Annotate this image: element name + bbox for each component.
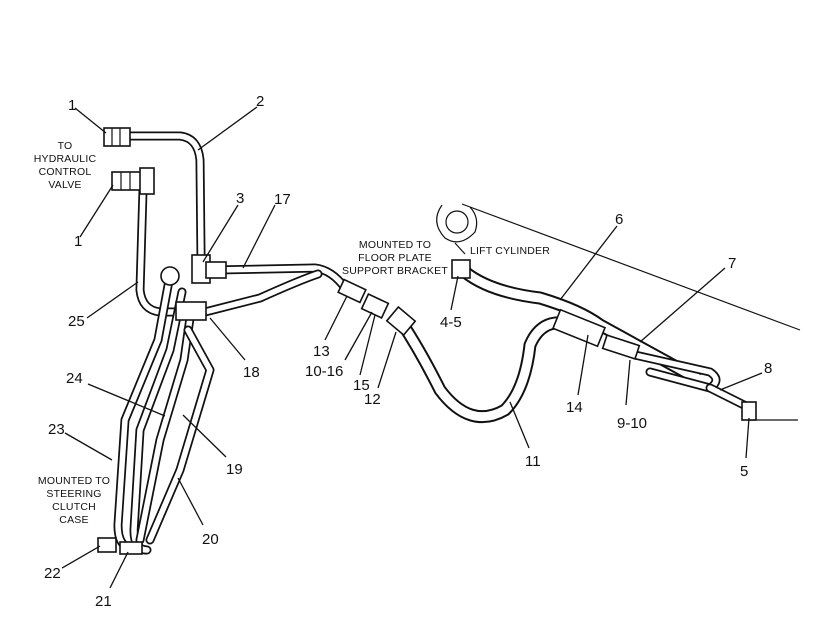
- callout-9-10: 9-10: [617, 415, 647, 432]
- svg-text:VALVE: VALVE: [48, 179, 81, 191]
- callout-21: 21: [95, 593, 112, 610]
- fitting-15: [360, 293, 390, 319]
- svg-text:SUPPORT BRACKET: SUPPORT BRACKET: [342, 265, 448, 277]
- callout-18: 18: [243, 364, 260, 381]
- callout-3: 3: [236, 190, 244, 207]
- svg-text:CLUTCH: CLUTCH: [52, 501, 96, 513]
- tube-25: [135, 185, 185, 317]
- svg-text:CASE: CASE: [59, 514, 88, 526]
- callout-22: 22: [44, 565, 61, 582]
- callout-19: 19: [226, 461, 243, 478]
- note-floor-plate-bracket: MOUNTED TO FLOOR PLATE SUPPORT BRACKET: [342, 239, 448, 277]
- callout-13: 13: [313, 343, 330, 360]
- callout-14: 14: [566, 399, 583, 416]
- callout-17: 17: [274, 191, 291, 208]
- svg-text:TO: TO: [58, 140, 73, 152]
- sleeve-14: [551, 308, 607, 348]
- note-steering-clutch-case: MOUNTED TO STEERING CLUTCH CASE: [38, 475, 110, 526]
- svg-text:MOUNTED TO: MOUNTED TO: [359, 239, 431, 251]
- fitting-9-10: [601, 334, 641, 360]
- fitting-1-lower: [111, 167, 155, 195]
- callout-1-upper: 1: [68, 97, 76, 114]
- fitting-12: [385, 305, 417, 337]
- svg-text:FLOOR PLATE: FLOOR PLATE: [358, 252, 432, 264]
- callout-6: 6: [615, 211, 623, 228]
- tube-2: [123, 131, 206, 260]
- svg-text:LIFT CYLINDER: LIFT CYLINDER: [470, 245, 550, 257]
- callout-15: 15: [353, 377, 370, 394]
- callout-5: 5: [740, 463, 748, 480]
- callout-24: 24: [66, 370, 83, 387]
- callout-1-lower: 1: [74, 233, 82, 250]
- svg-text:STEERING: STEERING: [46, 488, 101, 500]
- svg-text:CONTROL: CONTROL: [39, 166, 92, 178]
- fitting-4-5: [451, 259, 471, 279]
- callout-labels: 1 1 2 3 17 25 18 24 23 19 20 22 21 13 10…: [44, 93, 772, 610]
- callout-20: 20: [202, 531, 219, 548]
- callout-7: 7: [728, 255, 736, 272]
- note-hydraulic-control-valve: TO HYDRAULIC CONTROL VALVE: [34, 140, 97, 191]
- tube-8: [630, 350, 755, 413]
- leader-lines: [61, 106, 763, 589]
- fitting-13: [337, 278, 367, 304]
- callout-25: 25: [68, 313, 85, 330]
- fitting-1-upper: [103, 127, 131, 147]
- clamp-22: [97, 537, 117, 553]
- fitting-5: [741, 401, 757, 421]
- svg-text:MOUNTED TO: MOUNTED TO: [38, 475, 110, 487]
- fitting-18: [175, 301, 207, 321]
- lift-cylinder-frame: [436, 203, 801, 421]
- tube-18: [200, 269, 323, 317]
- note-lift-cylinder: LIFT CYLINDER: [470, 245, 550, 257]
- callout-10-16: 10-16: [305, 363, 343, 380]
- svg-text:HYDRAULIC: HYDRAULIC: [34, 153, 97, 165]
- callout-4-5: 4-5: [440, 314, 462, 331]
- fitting-3: [160, 254, 227, 286]
- callout-12: 12: [364, 391, 381, 408]
- callout-8: 8: [764, 360, 772, 377]
- hose-11: [393, 313, 592, 424]
- clamp-21: [119, 541, 143, 555]
- callout-2: 2: [256, 93, 264, 110]
- tube-bundle-left: [113, 270, 215, 555]
- callout-11: 11: [525, 453, 541, 470]
- callout-23: 23: [48, 421, 65, 438]
